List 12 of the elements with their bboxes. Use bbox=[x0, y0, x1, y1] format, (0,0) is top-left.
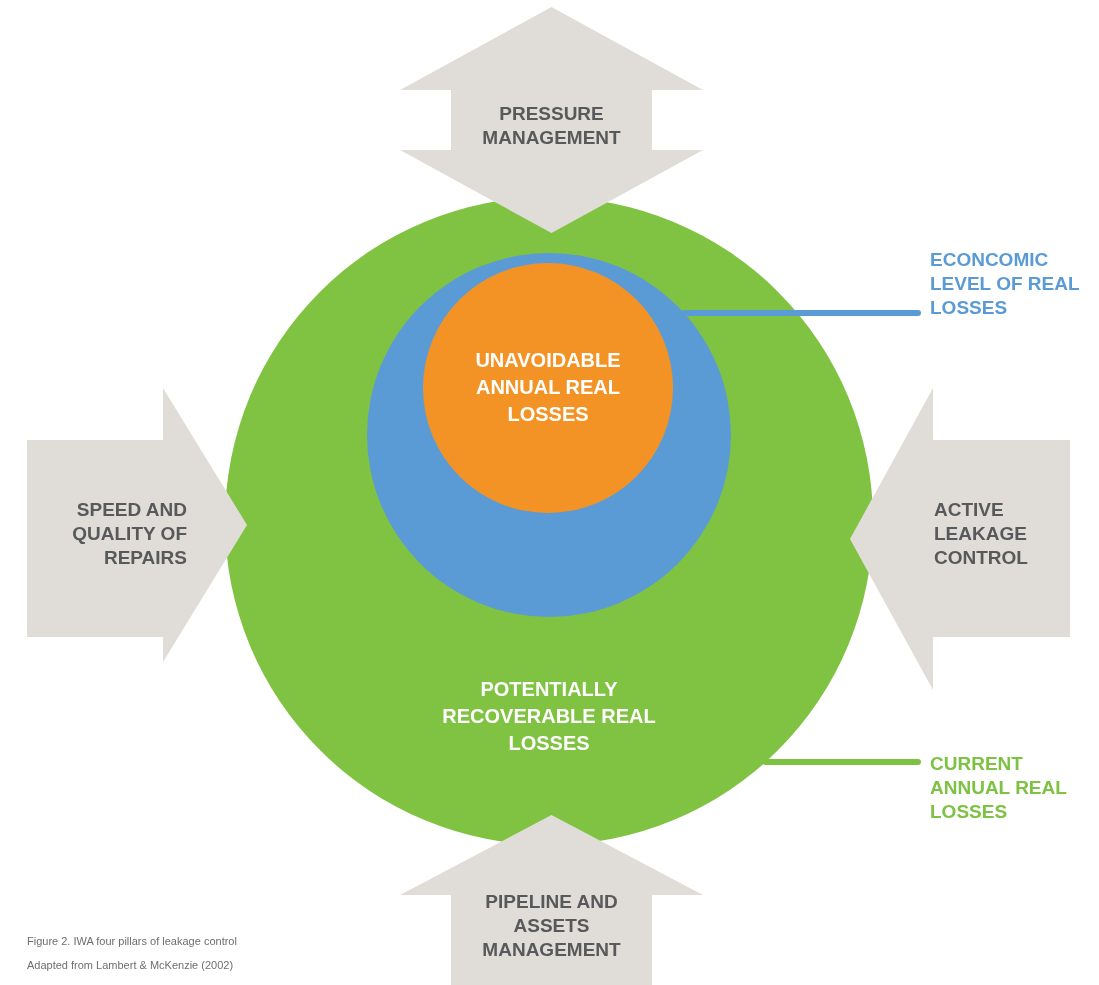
callout-text: CURRENT ANNUAL REAL LOSSES bbox=[930, 752, 1095, 824]
leader-line bbox=[681, 310, 921, 316]
block-arrow: PRESSURE MANAGEMENT bbox=[400, 7, 703, 233]
block-arrow: ACTIVE LEAKAGE CONTROL bbox=[850, 388, 1070, 690]
leader-line bbox=[762, 759, 921, 765]
block-arrow: SPEED AND QUALITY OF REPAIRS bbox=[27, 388, 247, 662]
figure-caption: Figure 2. IWA four pillars of leakage control bbox=[27, 934, 237, 948]
node-text: POTENTIALLY RECOVERABLE REAL LOSSES bbox=[441, 677, 657, 756]
node-text: UNAVOIDABLE ANNUAL REAL LOSSES bbox=[474, 348, 622, 427]
block-arrow: PIPELINE AND ASSETS MANAGEMENT bbox=[400, 815, 703, 985]
source-note: Adapted from Lambert & McKenzie (2002) bbox=[27, 958, 235, 972]
callout-text: ECONCOMIC LEVEL OF REAL LOSSES bbox=[930, 248, 1095, 320]
